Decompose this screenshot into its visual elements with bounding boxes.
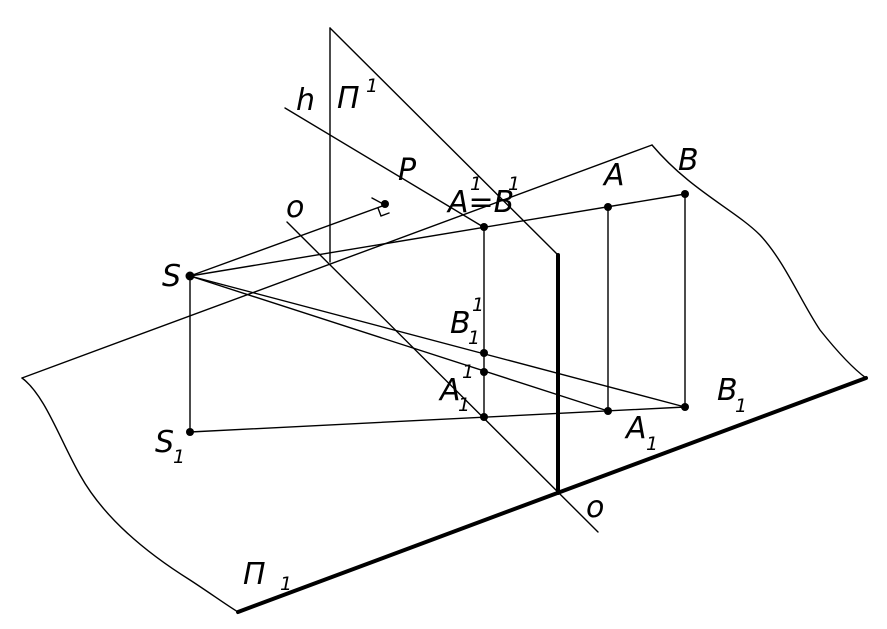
label-A1-prime: A <box>438 373 461 408</box>
label-B1-prime-sup: 1 <box>472 294 484 316</box>
label-S1: S <box>155 425 174 460</box>
label-B1-prime-sub: 1 <box>468 327 480 349</box>
line-o-o <box>286 221 599 533</box>
label-A1: A <box>624 411 647 446</box>
ground-plane-top-edge <box>21 144 653 379</box>
label-h: h <box>296 83 315 118</box>
ray-S-to-A1 <box>189 275 609 412</box>
label-S1-sub: 1 <box>173 446 185 468</box>
label-o-upper: o <box>286 190 304 225</box>
label-ground-plane-sub: 1 <box>280 573 292 595</box>
label-B1: B <box>717 373 738 408</box>
point-B1-prime <box>480 349 488 357</box>
label-A-eq-B-sup-b: 1 <box>508 173 520 195</box>
label-picture-plane-sup: 1 <box>366 75 378 97</box>
label-A: A <box>602 158 625 193</box>
point-A1 <box>604 407 612 415</box>
picture-plane-top-edge <box>329 27 559 256</box>
ray-S1-to-B1 <box>189 406 686 433</box>
point-A <box>604 203 612 211</box>
point-P <box>381 200 389 208</box>
label-P: P <box>398 153 417 188</box>
label-B1-sub: 1 <box>735 395 747 417</box>
ground-line <box>236 376 868 614</box>
point-B1 <box>681 403 689 411</box>
right-angle-marker <box>377 207 390 217</box>
point-A1-prime <box>480 368 488 376</box>
point-S <box>185 271 195 281</box>
principal-ray <box>189 204 386 277</box>
label-A1-prime-sub: 1 <box>458 394 470 416</box>
label-B1-prime: B <box>450 306 471 341</box>
label-o-lower: o <box>586 490 604 525</box>
ground-plane-right-edge <box>651 144 867 379</box>
label-A1-sub: 1 <box>646 433 658 455</box>
label-ground-plane: П <box>243 557 266 592</box>
point-S1-ray-in-plane <box>480 413 488 421</box>
point-B <box>681 190 689 198</box>
label-B: B <box>678 143 699 178</box>
point-A-eq-B-prime <box>480 223 488 231</box>
label-picture-plane: П <box>337 81 360 116</box>
label-A1-prime-sup: 1 <box>462 361 474 383</box>
ground-plane-left-edge <box>21 377 239 613</box>
ray-S-to-B1 <box>189 275 686 408</box>
label-A-eq-B-prime: A=B <box>446 185 514 220</box>
ray-S-to-B <box>189 193 686 277</box>
label-S: S <box>162 259 181 294</box>
label-A-eq-B-sup-a: 1 <box>470 173 482 195</box>
horizon-line <box>284 107 486 229</box>
point-S1 <box>186 428 194 436</box>
